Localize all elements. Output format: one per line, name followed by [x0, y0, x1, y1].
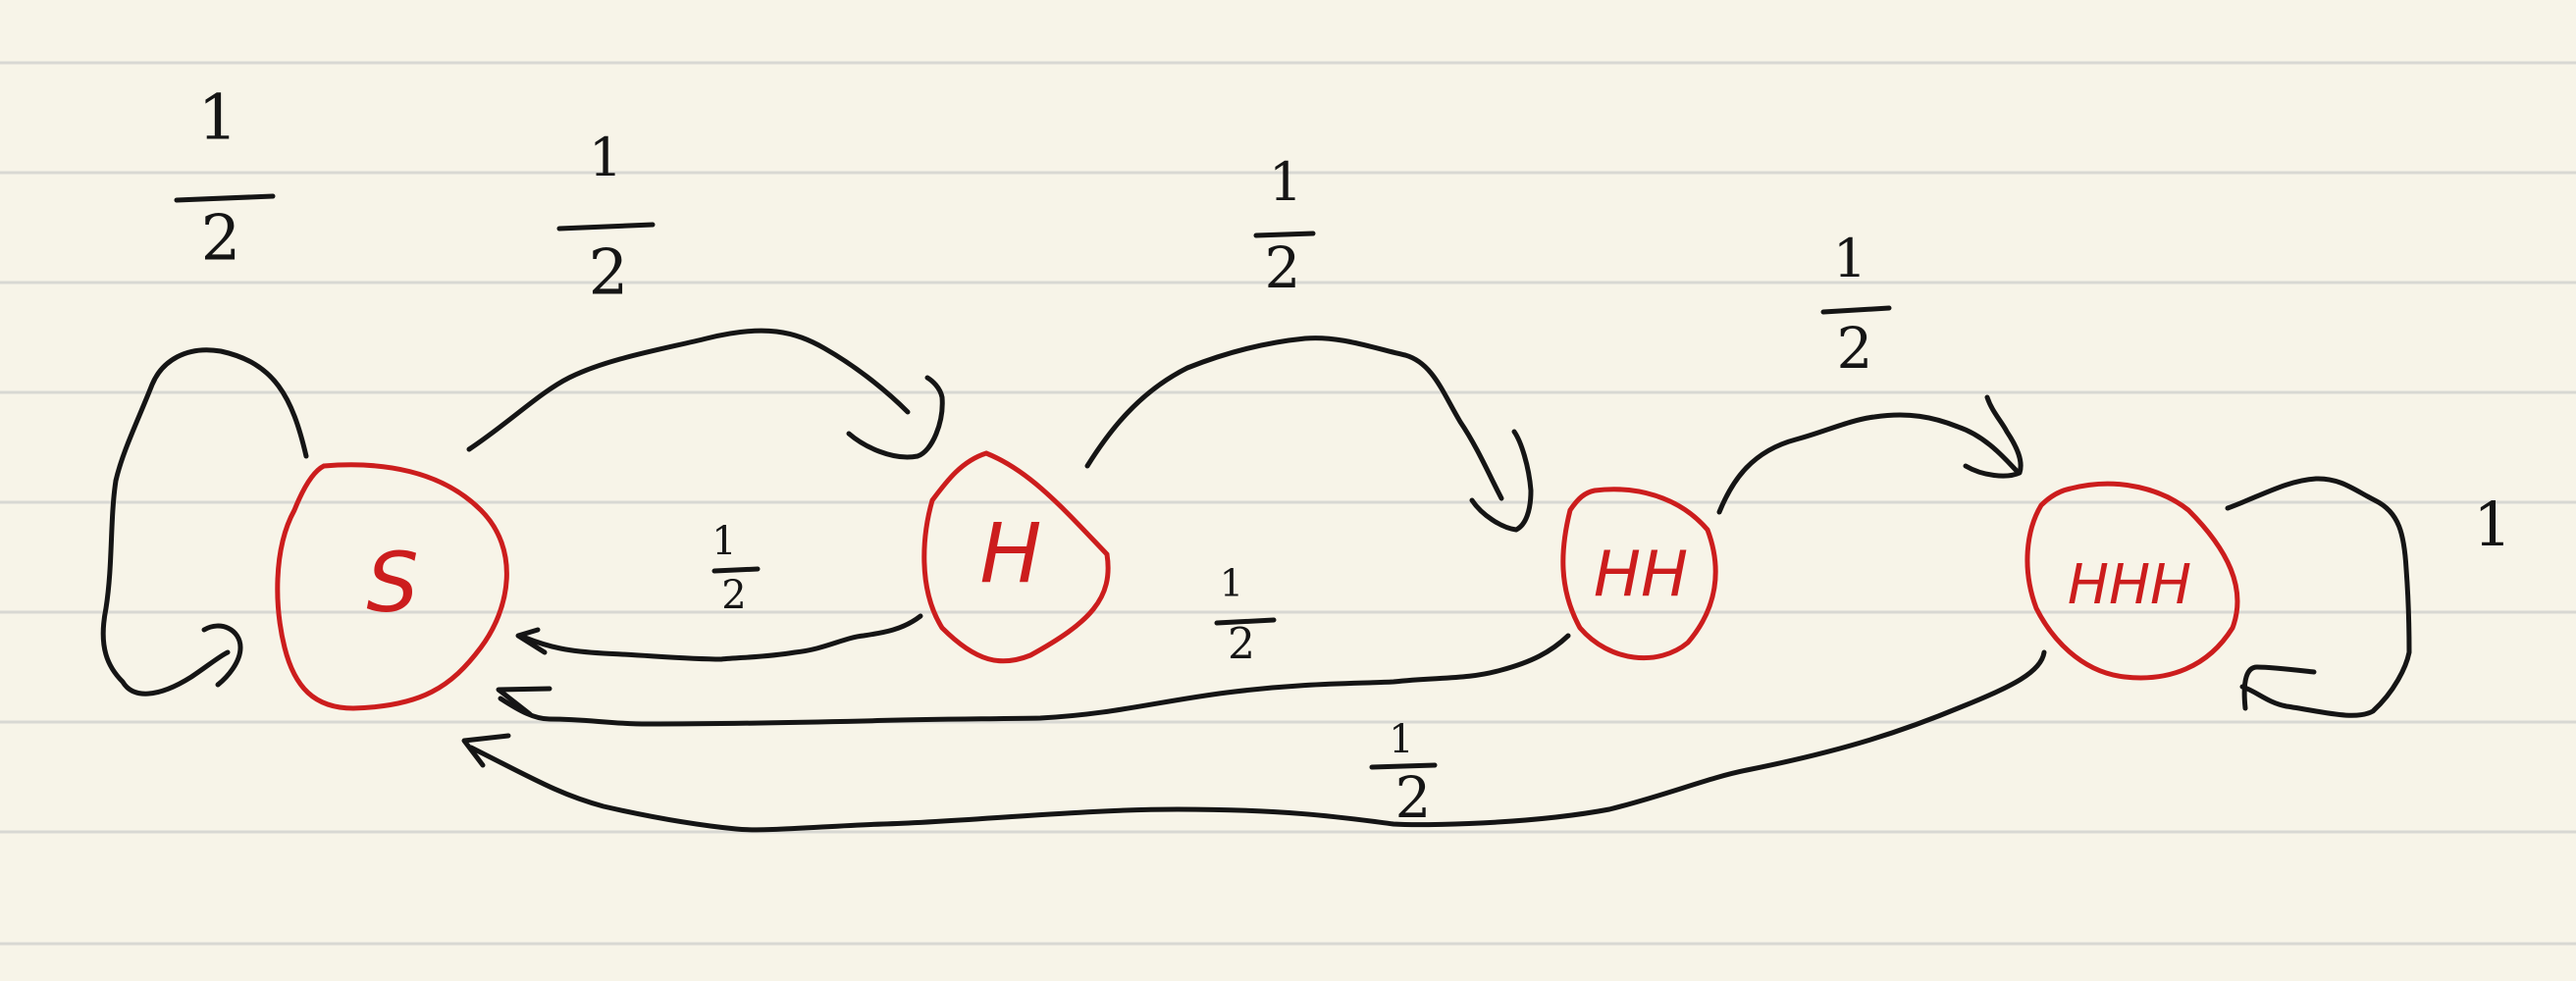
edge-hhh-self-arrowhead	[2241, 664, 2317, 711]
edge-hh-to-s-arrowhead	[496, 686, 552, 717]
state-h: H	[921, 450, 1111, 664]
prob-s-to-h-bar	[556, 222, 656, 232]
prob-hh-to-hhh-bar	[1820, 305, 1892, 315]
prob-h-to-s-denominator: 2	[721, 573, 746, 618]
state-hhh: HHH	[2024, 481, 2240, 681]
transition-arrows	[100, 328, 2412, 833]
edge-hh-to-s	[498, 633, 1571, 727]
prob-hhh-to-s-denominator: 2	[1395, 764, 1432, 831]
state-s-circle	[275, 462, 509, 711]
edge-hh-to-hhh	[1716, 412, 2020, 515]
prob-hh-to-hhh-numerator: 1	[1833, 228, 1866, 289]
edge-hhh-self-loop	[2225, 476, 2412, 718]
prob-hhh-self: 1	[2473, 489, 2511, 560]
edge-s-to-h-arrowhead	[846, 375, 945, 460]
prob-s-to-h-numerator: 1	[589, 127, 622, 188]
prob-h-to-s: 1 2	[711, 519, 761, 618]
prob-s-self-bar	[174, 193, 276, 203]
edge-s-to-h	[466, 328, 911, 452]
prob-s-self: 1 2	[174, 82, 276, 276]
state-hh-circle	[1560, 487, 1718, 661]
edge-hhh-to-s	[468, 649, 2047, 833]
prob-hhh-to-s-bar	[1369, 762, 1438, 770]
prob-hhh-self-value: 1	[2473, 489, 2511, 560]
state-h-label: H	[979, 505, 1041, 601]
state-hh: HH	[1560, 487, 1718, 661]
state-hhh-label: HHH	[2068, 553, 2191, 617]
edge-hh-to-hhh-arrowhead	[1963, 394, 2024, 479]
prob-hh-to-hhh-denominator: 2	[1837, 315, 1873, 382]
prob-hh-to-s: 1 2	[1214, 562, 1277, 670]
prob-h-to-s-bar	[711, 566, 761, 574]
prob-h-to-hh-bar	[1253, 231, 1316, 238]
edge-hhh-to-s-arrowhead	[461, 733, 511, 768]
prob-s-to-h-denominator: 2	[589, 237, 629, 310]
prob-s-to-h: 1 2	[556, 127, 656, 310]
state-h-circle	[921, 450, 1111, 664]
state-nodes: S H HH HHH	[275, 450, 2240, 711]
edge-s-self-loop	[100, 347, 309, 697]
prob-hh-to-hhh: 1 2	[1820, 228, 1892, 382]
ruled-lines	[0, 61, 2576, 946]
prob-h-to-hh-numerator: 1	[1269, 151, 1302, 213]
state-s-label: S	[366, 535, 418, 631]
state-hh-label: HH	[1594, 540, 1688, 612]
prob-hh-to-s-bar	[1214, 617, 1277, 626]
state-hhh-circle	[2024, 481, 2240, 681]
edge-h-to-s-arrowhead	[515, 627, 548, 655]
edge-h-to-hh-arrowhead	[1469, 429, 1534, 533]
prob-s-self-numerator: 1	[198, 82, 238, 155]
prob-hhh-to-s-numerator: 1	[1389, 717, 1413, 762]
state-s: S	[275, 462, 509, 711]
prob-hh-to-s-denominator: 2	[1228, 620, 1255, 670]
edge-s-self-arrowhead	[201, 623, 243, 688]
probability-labels: 1 2 1 2 1 2 1 2 1 2 1 2 1	[174, 82, 2512, 831]
edge-h-to-hh	[1084, 336, 1504, 501]
prob-s-self-denominator: 2	[201, 203, 241, 276]
prob-h-to-hh: 1 2	[1253, 151, 1316, 301]
prob-h-to-s-numerator: 1	[711, 519, 736, 564]
prob-h-to-hh-denominator: 2	[1265, 234, 1301, 301]
prob-hhh-to-s: 1 2	[1369, 717, 1438, 831]
edge-h-to-s	[522, 613, 923, 662]
prob-hh-to-s-numerator: 1	[1220, 562, 1243, 605]
